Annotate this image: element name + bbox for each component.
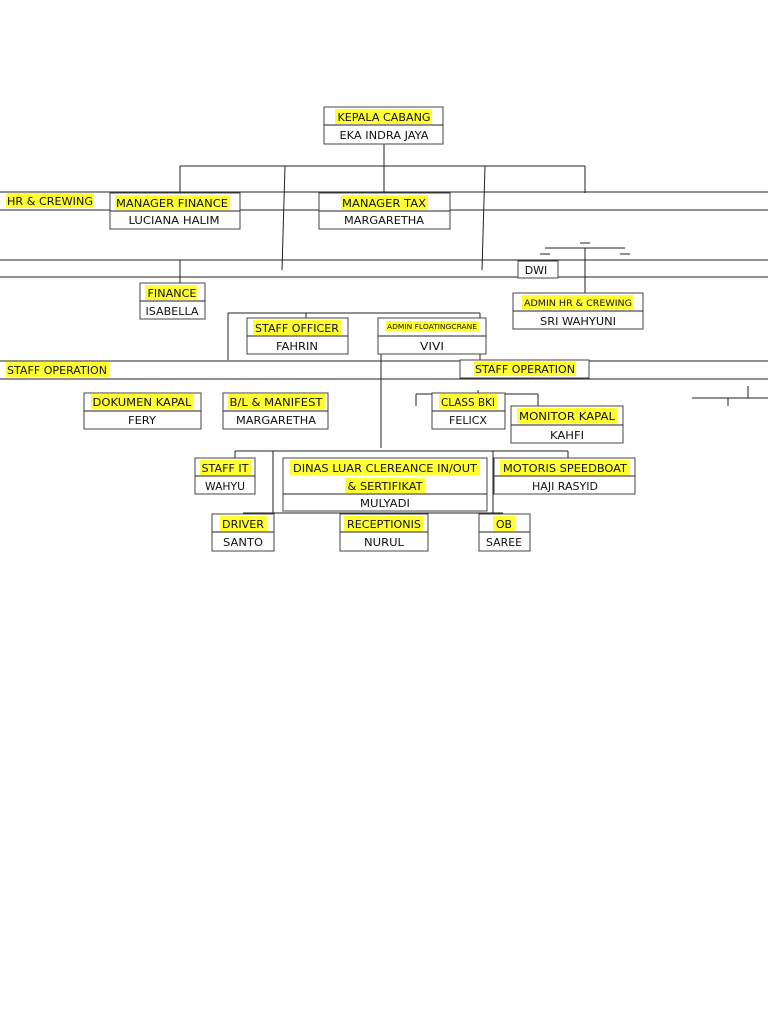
node-name: SANTO [223,536,263,549]
node-kepala-cabang: KEPALA CABANG EKA INDRA JAYA [338,111,431,142]
highlight [145,285,197,300]
highlight [220,516,267,531]
node-name: DWI [525,264,548,277]
node-class-bki: CLASS BKI FELICX [441,396,495,427]
node-title: STAFF IT [202,462,249,475]
highlight [91,394,194,409]
node-admin-hr-crewing: ADMIN HR & CREWING SRI WAHYUNI [524,299,632,328]
node-name: EKA INDRA JAYA [340,129,429,142]
node-title: MANAGER FINANCE [116,197,228,210]
node-title: FINANCE [148,287,197,300]
highlight [493,516,516,531]
node-motoris-speedboat: MOTORIS SPEEDBOAT HAJI RASYID [503,462,627,493]
node-hr-crewing: HR & CREWING [7,195,93,208]
node-title: B/L & MANIFEST [230,396,323,409]
node-monitor-kapal: MONITOR KAPAL KAHFI [519,410,616,442]
node-admin-floatingcrane: ADMIN FLOATINGCRANE VIVI [387,323,477,353]
highlight [522,295,633,309]
highlight [344,516,423,531]
highlight [228,394,325,409]
node-receptionis: RECEPTIONIS NURUL [347,518,421,549]
node-title-line2: & SERTIFIKAT [348,480,423,493]
node-title: OB [496,518,512,531]
highlight [115,195,230,210]
node-name: WAHYU [205,480,245,493]
node-name: KAHFI [550,429,584,442]
node-title: HR & CREWING [7,195,93,208]
node-title: DRIVER [222,518,264,531]
node-title: MOTORIS SPEEDBOAT [503,462,627,475]
highlight [341,195,428,210]
highlight [290,460,480,475]
node-title-line1: DINAS LUAR CLEREANCE IN/OUT [293,462,477,475]
node-dwi: DWI [525,264,548,277]
node-title: KEPALA CABANG [338,111,431,124]
node-name: FELICX [449,414,487,427]
highlight [474,361,576,376]
node-manager-tax: MANAGER TAX MARGARETHA [342,197,426,227]
node-title: RECEPTIONIS [347,518,421,531]
node-title: MONITOR KAPAL [519,410,616,423]
node-name: MULYADI [360,497,410,510]
highlight [386,321,479,331]
highlight [335,109,432,124]
node-name: SRI WAHYUNI [540,315,616,328]
highlight [517,408,617,423]
highlight [500,460,630,475]
highlight [6,362,109,377]
node-name: NURUL [364,536,405,549]
node-staff-operation-right: STAFF OPERATION [475,363,575,376]
node-dokumen-kapal: DOKUMEN KAPAL FERY [93,396,193,427]
node-dinas-luar: DINAS LUAR CLEREANCE IN/OUT & SERTIFIKAT… [293,462,477,510]
node-name: MARGARETHA [236,414,316,427]
node-title: ADMIN FLOATINGCRANE [387,323,477,331]
node-name: LUCIANA HALIM [129,214,220,227]
node-manager-finance: MANAGER FINANCE LUCIANA HALIM [116,197,228,227]
node-name: FAHRIN [276,340,318,353]
node-name: FERY [128,414,156,427]
node-title: DOKUMEN KAPAL [93,396,193,409]
highlight [439,394,497,409]
node-title: MANAGER TAX [342,197,426,210]
node-title: STAFF OPERATION [475,363,575,376]
node-ob: OB SAREE [486,518,522,549]
node-title: ADMIN HR & CREWING [524,299,632,309]
node-name: ISABELLA [146,305,199,318]
highlight [6,193,94,208]
title-highlights [6,109,633,531]
highlight [253,320,341,335]
node-bl-manifest: B/L & MANIFEST MARGARETHA [230,396,323,427]
node-staff-officer: STAFF OFFICER FAHRIN [255,322,339,353]
node-staff-it: STAFF IT WAHYU [202,462,249,493]
node-name: HAJI RASYID [532,480,598,493]
node-title: STAFF OPERATION [7,364,107,377]
node-title: STAFF OFFICER [255,322,339,335]
node-title: CLASS BKI [441,396,495,409]
highlight [345,478,425,493]
node-staff-operation-left: STAFF OPERATION [7,364,107,377]
node-name: SAREE [486,536,522,549]
node-name: VIVI [420,340,444,353]
node-driver: DRIVER SANTO [222,518,264,549]
node-name: MARGARETHA [344,214,424,227]
node-finance: FINANCE ISABELLA [146,287,199,318]
highlight [200,460,251,475]
